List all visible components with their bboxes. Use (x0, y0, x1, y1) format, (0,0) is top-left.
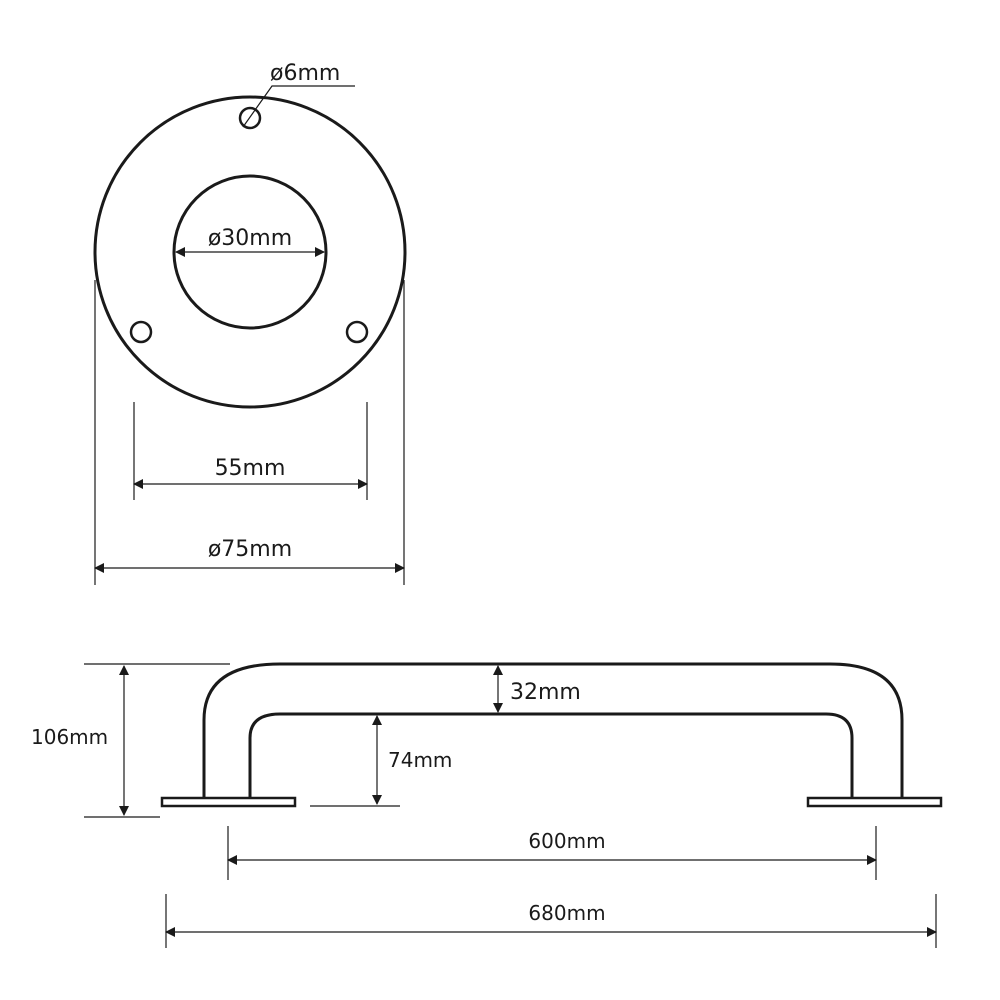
plate-inner-circle (172, 174, 328, 330)
rail-outer-contour (202, 662, 904, 798)
screw-hole-right (345, 320, 369, 344)
grab-rail-view: 106mm 32mm 74mm 600mm 680mm (31, 662, 943, 948)
rail-base-plate-left (160, 796, 297, 808)
rail-inner-contour (248, 712, 854, 798)
centers-label: 600mm (528, 829, 605, 853)
rail-base-plate-right (806, 796, 943, 808)
hole-diameter-label: ø6mm (270, 61, 340, 86)
flange-plate-view: ø6mm ø30mm 55mm ø75mm (93, 61, 407, 585)
inner-diameter-label: ø30mm (208, 226, 292, 251)
tube-label: 32mm (510, 680, 581, 705)
total-height-label: 106mm (31, 725, 108, 749)
overall-length-label: 680mm (528, 901, 605, 925)
hole-leader-line (242, 85, 355, 128)
plate-outer-circle (93, 95, 407, 409)
hole-spacing-label: 55mm (215, 456, 286, 481)
screw-hole-left (129, 320, 153, 344)
outer-diameter-label: ø75mm (208, 537, 292, 562)
inner-height-label: 74mm (388, 748, 452, 772)
screw-hole-top (238, 106, 262, 130)
